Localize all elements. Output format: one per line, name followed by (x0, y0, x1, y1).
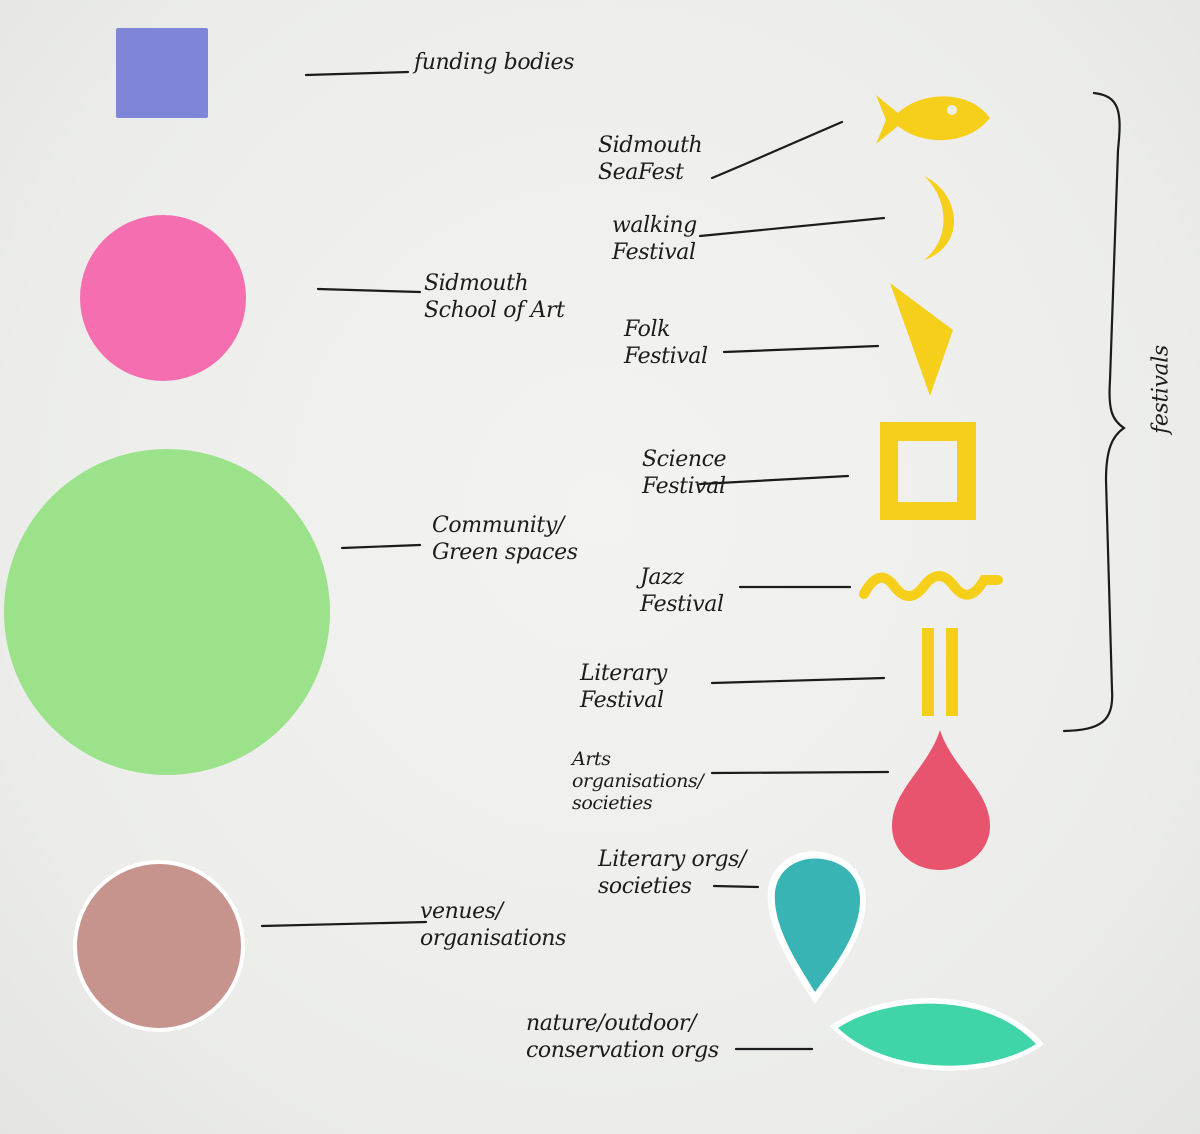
connector-community-green (340, 543, 422, 550)
label-walking-festival: walking Festival (612, 213, 697, 265)
connector-venues (260, 920, 428, 928)
walking-festival-crescent-icon (924, 176, 955, 260)
connector-lines (260, 70, 1126, 1051)
label-literary-festival: Literary Festival (580, 661, 667, 713)
label-school-of-art: Sidmouth School of Art (424, 271, 565, 323)
connector-science-festival (698, 474, 850, 486)
jazz-festival-wave-icon (859, 571, 1003, 601)
label-jazz-festival: Jazz Festival (640, 565, 724, 617)
label-funding-bodies: funding bodies (414, 50, 575, 75)
label-science-festival: Science Festival (642, 447, 727, 499)
label-festivals-bracket: festivals (1148, 345, 1174, 434)
connector-literary-orgs (712, 884, 760, 889)
connector-school-of-art (316, 287, 422, 294)
connector-funding-bodies (304, 70, 410, 77)
school-of-art-swatch (80, 215, 246, 381)
label-community-green: Community/ Green spaces (432, 513, 578, 565)
connector-walking-festival (698, 216, 886, 238)
community-green-swatch (4, 449, 330, 775)
label-nature-orgs: nature/outdoor/ conservation orgs (526, 1011, 719, 1063)
label-arts-orgs: Arts organisations/ societies (572, 748, 704, 814)
arts-orgs-drop-icon (892, 730, 990, 870)
connector-folk-festival (722, 344, 880, 354)
literary-festival-bar-left (922, 628, 934, 716)
label-folk-festival: Folk Festival (624, 317, 708, 369)
nature-orgs-leaf-icon (838, 1003, 1036, 1066)
science-festival-square-icon (880, 422, 976, 520)
sea-fest-fish-icon (876, 95, 990, 144)
label-venues: venues/ organisations (420, 899, 566, 951)
literary-festival-bar-right (946, 628, 958, 716)
folk-festival-triangle-icon (890, 283, 953, 396)
festivals-bracket (1062, 91, 1126, 733)
connector-sea-fest (710, 120, 844, 180)
label-literary-orgs: Literary orgs/ societies (598, 847, 747, 899)
connector-arts-orgs (710, 770, 890, 775)
literary-orgs-teardrop-icon (774, 858, 860, 992)
connector-literary-festival (710, 676, 886, 685)
funding-bodies-swatch (116, 28, 208, 118)
venues-swatch-fill (77, 864, 241, 1028)
label-sea-fest: Sidmouth SeaFest (598, 133, 703, 185)
fish-eye-icon (947, 105, 957, 115)
